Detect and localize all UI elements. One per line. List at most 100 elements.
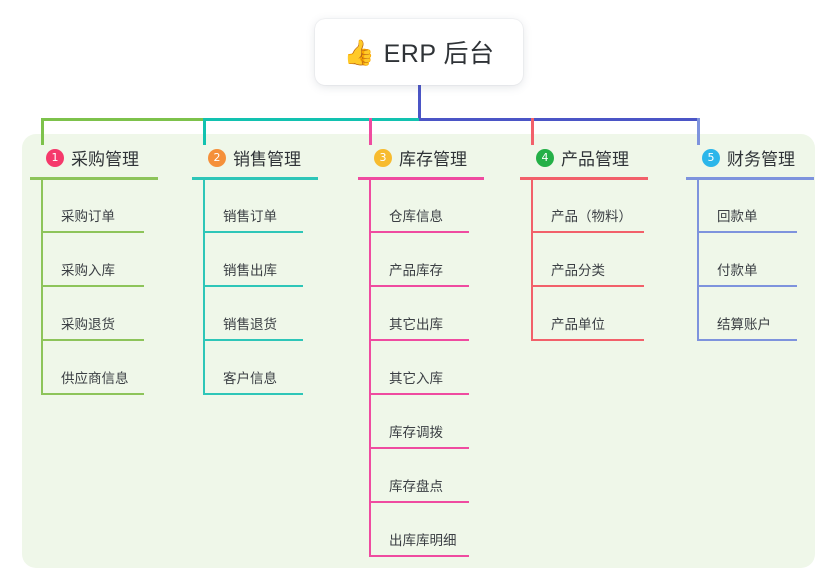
connector-drop-4 [531,118,534,145]
menu-item[interactable]: 产品（物料） [531,179,644,233]
column-spine [369,179,371,557]
column-index-badge: 2 [208,148,226,167]
menu-item[interactable]: 其它出库 [369,287,469,341]
column-header-rule [192,177,318,180]
root-node-title: ERP 后台 [383,40,495,68]
menu-item-rule [41,393,144,395]
column-header-rule [358,177,484,180]
menu-item-label: 其它入库 [389,371,443,386]
column-spine [531,179,533,341]
menu-item[interactable]: 库存调拨 [369,395,469,449]
menu-item-rule [369,501,469,503]
menu-item-rule [203,231,303,233]
menu-item-rule [697,231,797,233]
menu-item-label: 采购订单 [61,209,115,224]
menu-item-label: 其它出库 [389,317,443,332]
menu-item-label: 付款单 [717,263,758,278]
column-header-销售管理[interactable]: 2 销售管理 [192,145,301,170]
column-header-财务管理[interactable]: 5 财务管理 [686,145,795,170]
column-header-库存管理[interactable]: 3 库存管理 [358,145,467,170]
column-index-badge: 1 [46,148,64,167]
menu-item-label: 客户信息 [223,371,277,386]
column-index-badge: 3 [374,148,392,167]
menu-item-rule [41,231,144,233]
menu-item-label: 产品（物料） [551,209,632,224]
menu-item-label: 采购入库 [61,263,115,278]
column-header-rule [30,177,158,180]
column-header-rule [520,177,648,180]
menu-item[interactable]: 产品单位 [531,287,644,341]
column-spine [41,179,43,395]
column-header-rule [686,177,814,180]
menu-item-rule [531,339,644,341]
menu-item-label: 销售订单 [223,209,277,224]
connector-drop-3 [369,118,372,145]
connector-bus-teal [203,118,422,121]
menu-item[interactable]: 销售出库 [203,233,303,287]
column-title: 采购管理 [71,150,139,169]
menu-item-rule [531,285,644,287]
column-title: 财务管理 [727,150,795,169]
menu-item[interactable]: 其它入库 [369,341,469,395]
menu-item-label: 供应商信息 [61,371,129,386]
menu-item-label: 产品库存 [389,263,443,278]
menu-item-label: 销售退货 [223,317,277,332]
menu-item-label: 出库库明细 [389,533,457,548]
menu-item-rule [203,393,303,395]
menu-item[interactable]: 产品库存 [369,233,469,287]
menu-item-rule [697,285,797,287]
menu-item[interactable]: 结算账户 [697,287,797,341]
menu-item[interactable]: 付款单 [697,233,797,287]
menu-item[interactable]: 产品分类 [531,233,644,287]
menu-item[interactable]: 出库库明细 [369,503,469,557]
connector-bus-green [41,118,206,121]
menu-item-label: 回款单 [717,209,758,224]
menu-item[interactable]: 供应商信息 [41,341,144,395]
column-title: 库存管理 [399,150,467,169]
menu-item-rule [203,339,303,341]
menu-item-rule [41,285,144,287]
menu-item-rule [369,231,469,233]
diagram-panel [22,134,815,568]
menu-item[interactable]: 客户信息 [203,341,303,395]
menu-item[interactable]: 仓库信息 [369,179,469,233]
menu-item[interactable]: 采购退货 [41,287,144,341]
menu-item-rule [203,285,303,287]
menu-item-rule [369,447,469,449]
menu-item-label: 产品分类 [551,263,605,278]
column-spine [203,179,205,395]
menu-item-rule [369,339,469,341]
connector-drop-2 [203,118,206,145]
menu-item-label: 库存调拨 [389,425,443,440]
column-spine [697,179,699,341]
menu-item[interactable]: 库存盘点 [369,449,469,503]
connector-drop-5 [697,118,700,145]
thumbs-up-icon: 👍 [343,38,375,67]
menu-item-label: 仓库信息 [389,209,443,224]
column-title: 产品管理 [561,150,629,169]
column-index-badge: 4 [536,148,554,167]
column-title: 销售管理 [233,150,301,169]
menu-item-rule [697,339,797,341]
menu-item-label: 采购退货 [61,317,115,332]
menu-item[interactable]: 销售退货 [203,287,303,341]
menu-item[interactable]: 回款单 [697,179,797,233]
menu-item-rule [41,339,144,341]
menu-item-rule [531,231,644,233]
menu-item-label: 结算账户 [717,317,771,332]
connector-bus-indigo [419,118,700,121]
root-node-erp-backend[interactable]: 👍 ERP 后台 [315,19,523,85]
menu-item-label: 库存盘点 [389,479,443,494]
column-header-产品管理[interactable]: 4 产品管理 [520,145,629,170]
menu-item[interactable]: 销售订单 [203,179,303,233]
column-header-采购管理[interactable]: 1 采购管理 [30,145,139,170]
menu-item-label: 产品单位 [551,317,605,332]
menu-item-rule [369,555,469,557]
menu-item-label: 销售出库 [223,263,277,278]
menu-item-rule [369,285,469,287]
connector-drop-1 [41,118,44,145]
menu-item[interactable]: 采购入库 [41,233,144,287]
column-index-badge: 5 [702,148,720,167]
menu-item[interactable]: 采购订单 [41,179,144,233]
